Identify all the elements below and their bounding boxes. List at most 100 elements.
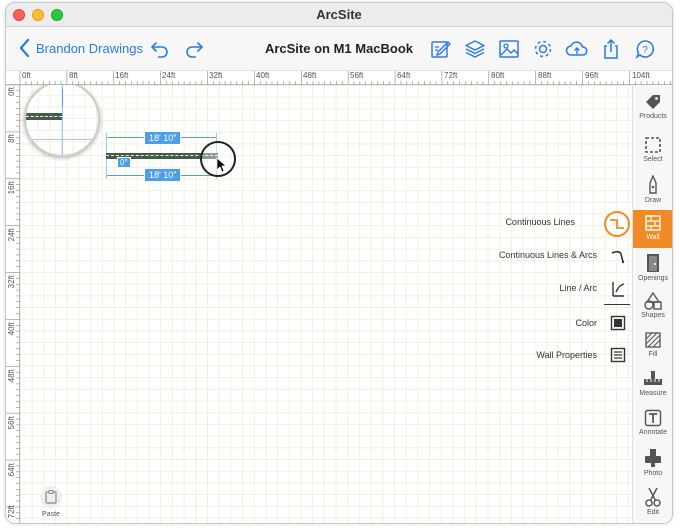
tool-draw[interactable]: Draw — [633, 171, 672, 209]
wall-menu-color[interactable]: Color — [575, 318, 597, 328]
settings-gear-icon[interactable] — [531, 38, 555, 60]
wall-menu-continuous-lines-arcs[interactable]: Continuous Lines & Arcs — [498, 250, 597, 260]
tool-label: Products — [639, 113, 667, 120]
angle-label: 0° — [117, 157, 131, 168]
paste-label: Paste — [42, 511, 60, 518]
ruler-label: 24ft — [162, 71, 176, 80]
wall-properties-icon[interactable] — [607, 344, 629, 366]
navigation-bar: Brandon Drawings ArcSite on M1 MacBook ? — [6, 27, 672, 71]
back-button[interactable]: Brandon Drawings — [20, 39, 143, 57]
ruler-label: 80ft — [491, 71, 505, 80]
dimension-label-top[interactable]: 18' 10" — [144, 131, 182, 145]
cloud-upload-icon[interactable] — [565, 38, 589, 60]
ruler-label: 56ft — [7, 416, 16, 430]
shapes-icon — [644, 292, 662, 310]
line-arc-icon[interactable] — [607, 278, 629, 300]
tool-label: Wall — [646, 234, 660, 241]
edit-page-icon[interactable] — [429, 38, 453, 60]
document-title: ArcSite on M1 MacBook — [264, 41, 414, 56]
fill-icon — [645, 332, 661, 348]
ruler-horizontal: 0ft 8ft 16ft 24ft 32ft 40ft 48ft 56ft 64… — [6, 71, 672, 85]
svg-text:?: ? — [642, 45, 648, 56]
chevron-left-icon — [20, 39, 30, 57]
color-icon[interactable] — [607, 312, 629, 334]
wall-menu-continuous-lines[interactable]: Continuous Lines — [505, 217, 575, 227]
ruler-label: 8ft — [69, 71, 78, 80]
ruler-label: 88ft — [538, 71, 552, 80]
tag-icon — [646, 95, 660, 109]
drawing-canvas[interactable]: 18' 10" 18' 10" 0° Continuous Lines Cont… — [20, 85, 633, 523]
tool-label: Fill — [648, 351, 658, 358]
ruler-label: 8ft — [7, 134, 16, 143]
wall-centerline — [106, 155, 218, 156]
ruler-label: 0ft — [7, 87, 16, 96]
tool-label: Shapes — [641, 312, 665, 319]
tool-label: Measure — [639, 390, 667, 397]
ruler-label: 48ft — [303, 71, 317, 80]
continuous-lines-arcs-icon[interactable] — [607, 245, 629, 267]
minimize-window-button[interactable] — [32, 9, 44, 21]
pen-icon — [649, 175, 657, 194]
ruler-label: 48ft — [7, 369, 16, 383]
ruler-label: 32ft — [209, 71, 223, 80]
door-icon — [647, 254, 659, 272]
tool-select[interactable]: Select — [633, 132, 672, 170]
tool-edit[interactable]: Edit — [633, 483, 672, 521]
tool-photo[interactable]: Photo — [633, 444, 672, 482]
tool-sidebar: Products Select Draw Wall Openings Shape… — [632, 85, 672, 523]
app-window: ArcSite Brandon Drawings ArcSite on M1 M… — [5, 2, 673, 524]
wall-segment[interactable] — [106, 153, 218, 159]
ruler-label: 64ft — [7, 463, 16, 477]
help-icon[interactable]: ? — [633, 38, 657, 60]
wall-menu-line-arc[interactable]: Line / Arc — [559, 283, 597, 293]
image-icon[interactable] — [497, 38, 521, 60]
ruler-label: 56ft — [350, 71, 364, 80]
tool-label: Select — [643, 156, 663, 163]
tool-annotate[interactable]: Annotate — [633, 405, 672, 443]
tool-measure[interactable]: Measure — [633, 366, 672, 404]
measure-icon — [644, 371, 662, 385]
magnifier-loupe — [24, 85, 100, 157]
tool-label: Annotate — [638, 429, 668, 436]
share-icon[interactable] — [599, 38, 623, 60]
title-bar: ArcSite — [6, 3, 672, 27]
tool-openings[interactable]: Openings — [633, 249, 672, 287]
continuous-lines-icon[interactable] — [604, 211, 630, 237]
layers-icon[interactable] — [463, 38, 487, 60]
text-icon — [644, 409, 662, 427]
ruler-label: 40ft — [7, 322, 16, 336]
cursor-arrow-icon — [216, 157, 226, 173]
tool-wall[interactable]: Wall — [633, 210, 672, 248]
ruler-label: 72ft — [444, 71, 458, 80]
ruler-ticks-vertical — [6, 85, 20, 519]
ruler-label: 40ft — [256, 71, 270, 80]
tool-fill[interactable]: Fill — [633, 327, 672, 365]
ruler-ticks-horizontal — [19, 71, 671, 85]
ruler-label: 16ft — [7, 181, 16, 195]
undo-icon[interactable] — [148, 38, 172, 60]
maximize-window-button[interactable] — [51, 9, 63, 21]
paste-button[interactable]: Paste — [34, 486, 68, 518]
tool-label: Photo — [643, 470, 663, 477]
scissors-icon — [645, 487, 661, 507]
redo-icon[interactable] — [182, 38, 206, 60]
wall-menu-divider — [604, 304, 630, 305]
clipboard-icon — [40, 486, 62, 508]
close-window-button[interactable] — [13, 9, 25, 21]
wall-menu-wall-properties[interactable]: Wall Properties — [536, 350, 597, 360]
tool-label: Draw — [644, 197, 662, 204]
tool-products[interactable]: Products — [633, 89, 672, 127]
ruler-label: 104ft — [632, 71, 650, 80]
window-title: ArcSite — [316, 7, 362, 22]
ruler-label: 0ft — [22, 71, 31, 80]
back-label: Brandon Drawings — [36, 40, 143, 56]
tool-label: Openings — [638, 275, 668, 282]
ruler-label: 96ft — [585, 71, 599, 80]
select-icon — [645, 137, 661, 153]
camera-icon — [645, 449, 661, 467]
ruler-vertical: 0ft 8ft 16ft 24ft 32ft 40ft 48ft 56ft 64… — [6, 85, 20, 523]
ruler-label: 72ft — [7, 505, 16, 519]
dimension-label-bottom[interactable]: 18' 10" — [144, 168, 182, 182]
tool-shapes[interactable]: Shapes — [633, 288, 672, 326]
ruler-label: 32ft — [7, 275, 16, 289]
